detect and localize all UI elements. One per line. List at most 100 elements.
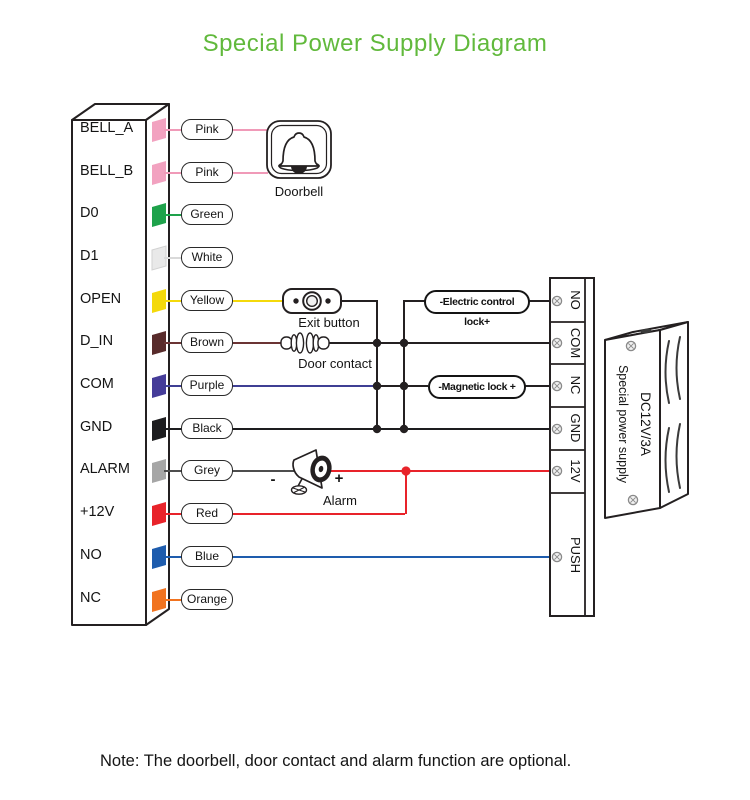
terminal-swatch-12v [152,502,166,526]
power-supply-name: Special power supply [616,364,630,484]
screw-icon [551,423,563,435]
junction-dot-red [401,466,411,476]
strip-label-gnd: GND [568,413,583,443]
terminal-label-d1: D1 [80,248,99,264]
controller-front-face [71,119,147,626]
electric-lock-label: -Electric control lock+ [424,290,530,328]
wire-color-pill-brown: Brown [181,332,233,353]
junction-dot [372,338,382,348]
strip-label-12v: 12V [568,459,583,483]
terminal-label-gnd: GND [80,419,113,435]
power-supply-box [604,321,689,519]
terminal-label-nc: NC [80,590,101,606]
door-contact-icon [280,332,330,354]
screw-icon [625,340,637,352]
terminal-swatch-d0 [152,203,166,227]
power-supply-model: DC12V/3A [638,392,653,456]
terminal-label-com: COM [80,376,114,392]
terminal-label-d-in: D_IN [80,333,114,349]
terminal-label-open: OPEN [80,291,122,307]
door-contact-right-tip [317,336,330,350]
terminal-swatches [151,118,167,612]
strip-label-push: PUSH [568,536,583,574]
junction-dot [399,424,409,434]
bell-body [278,132,320,167]
door-contact-ridge [295,332,305,354]
terminal-label-plus12v: +12V [80,504,115,520]
door-contact-caption: Door contact [298,356,372,371]
doorbell-caption: Doorbell [274,184,324,199]
wire-color-pill-red: Red [181,503,233,524]
strip-label-com: COM [568,327,583,359]
wire-color-pill-pink-b: Pink [181,162,233,183]
psu-vent [675,423,681,489]
screw-icon [551,465,563,477]
terminal-label-bell-b: BELL_B [80,163,134,179]
screw-icon [551,551,563,563]
terminal-swatch-d-in [152,331,166,355]
power-terminal-strip [549,277,595,617]
psu-vent [664,427,670,493]
junction-dot [372,381,382,391]
junction-dot [399,381,409,391]
strip-label-no: NO [568,290,583,310]
stub-wires [164,129,182,601]
exit-button-caption: Exit button [298,315,360,330]
psu-top-hole [640,328,652,334]
terminal-swatch-d1 [151,245,167,271]
screw-icon [551,337,563,349]
bell-clapper [291,166,307,174]
wire-color-pill-yellow: Yellow [181,290,233,311]
psu-vent [675,336,681,400]
controller-block [71,103,170,626]
wire-color-pill-grey: Grey [181,460,233,481]
junction-dots [372,338,411,476]
note-text: Note: The doorbell, door contact and ala… [100,752,572,770]
exit-button-screw-right [325,298,331,304]
doorbell-icon [266,120,332,179]
terminal-swatch-bell-a [152,118,166,142]
terminal-label-no: NO [80,547,102,563]
screw-icon [551,380,563,392]
alarm-base-hatch [292,487,306,493]
screw-icon [551,295,563,307]
exit-button-icon [282,288,342,314]
terminal-label-d0: D0 [80,205,99,221]
exit-button-cap [306,295,319,308]
alarm-caption: Alarm [323,493,357,508]
alarm-plus-sign: + [334,470,344,487]
junction-dot [399,338,409,348]
page-title: Special Power Supply Diagram [202,30,548,57]
junction-dot [372,424,382,434]
strip-label-nc: NC [568,375,583,395]
terminal-swatch-alarm [152,459,166,483]
terminal-label-bell-a: BELL_A [80,120,134,136]
wire-color-pill-green: Green [181,204,233,225]
wire-color-pill-blue: Blue [181,546,233,567]
alarm-ring-center [318,465,324,473]
alarm-minus-sign: - [270,471,276,488]
terminal-swatch-com [152,374,166,398]
psu-side-face [659,321,689,509]
psu-vent [664,340,670,404]
wire-color-pill-white: White [181,247,233,268]
wire-electric-lock-branch [403,300,426,429]
terminal-swatch-bell-b [152,161,166,185]
wire-color-pill-pink-a: Pink [181,119,233,140]
terminal-swatch-open [152,289,166,313]
wire-color-pill-black: Black [181,418,233,439]
terminal-swatch-nc [152,588,166,612]
wire-color-pill-purple: Purple [181,375,233,396]
wires [231,129,551,558]
terminal-swatch-no [152,545,166,569]
magnetic-lock-label: -Magnetic lock + [428,375,526,399]
terminal-label-alarm: ALARM [80,461,130,477]
psu-front-face [604,329,661,519]
exit-button-screw-left [293,298,299,304]
terminal-swatch-gnd [152,417,166,441]
wire-color-pill-orange: Orange [181,589,233,610]
door-contact-left-tip [280,336,293,350]
screw-icon [627,494,639,506]
